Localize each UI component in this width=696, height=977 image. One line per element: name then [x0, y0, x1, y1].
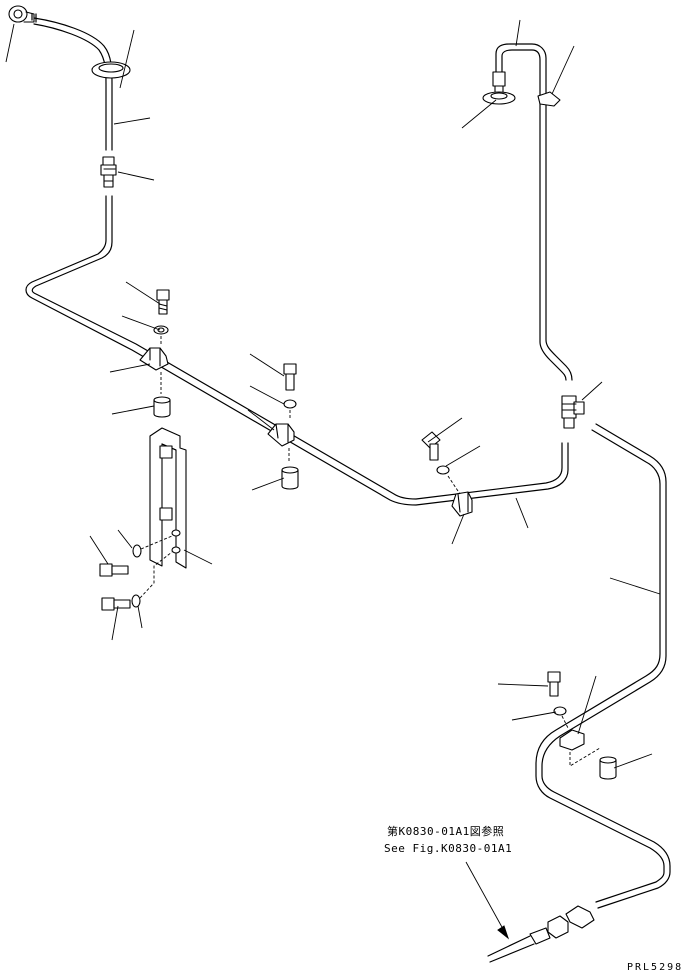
bolt-1 — [156, 289, 170, 315]
clamp-3 — [451, 491, 473, 517]
clamp-top-right — [537, 91, 561, 107]
reference-note-japanese: 第K0830-01A1図参照 — [387, 825, 505, 838]
reference-arrow — [465, 861, 510, 940]
bolt-2 — [99, 563, 129, 577]
bolt-5 — [421, 431, 441, 461]
pipe-bottom-out — [487, 935, 535, 963]
spacer-2 — [281, 466, 299, 490]
elbow-fitting-top-right — [482, 71, 516, 105]
spacer-1 — [153, 396, 171, 418]
spacer-3 — [599, 756, 617, 780]
drawing-code: PRL5298 — [627, 962, 684, 973]
bracket-plate — [149, 427, 187, 569]
washer-4 — [283, 399, 297, 409]
clamp-4 — [559, 729, 585, 751]
pipe-right-upper — [495, 43, 573, 381]
washer-3 — [131, 594, 141, 608]
washer-5 — [436, 465, 450, 475]
leader-lines — [5, 19, 661, 769]
pipe-right-main — [535, 423, 671, 909]
union-fitting-left — [100, 156, 117, 188]
clamp-1 — [139, 347, 169, 371]
bolt-6 — [547, 671, 561, 697]
clamp-ring-top-left — [91, 61, 131, 79]
union-fitting-bottom — [529, 905, 595, 945]
bolt-3 — [101, 597, 131, 611]
pipe-left-main — [25, 195, 569, 506]
washer-1-hole — [157, 327, 165, 333]
bolt-4 — [283, 363, 297, 391]
washer-6 — [553, 706, 567, 716]
hose-fitting-top-left — [8, 5, 35, 23]
pipe-left-upper — [31, 13, 113, 151]
reference-note-english: See Fig.K0830-01A1 — [384, 842, 513, 855]
washer-2 — [132, 544, 142, 558]
clamp-2 — [267, 423, 295, 447]
tee-fitting — [561, 395, 585, 429]
